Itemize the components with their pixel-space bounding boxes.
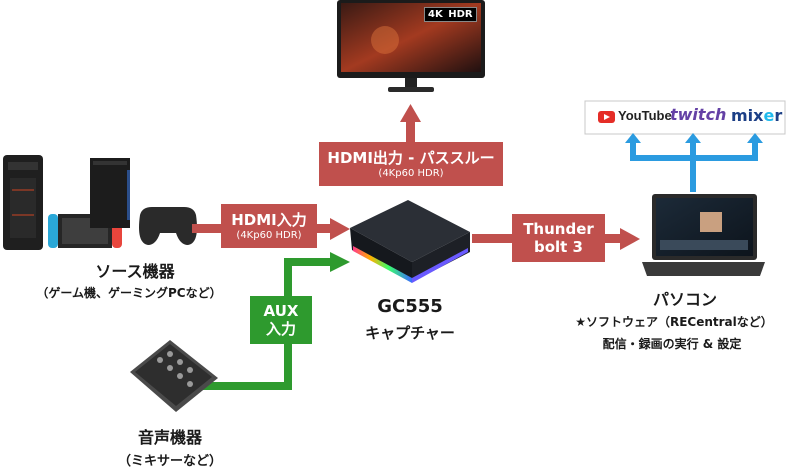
hdmi-input-sub: (4Kp60 HDR)	[236, 229, 302, 241]
mixer-logo: mixer	[731, 106, 782, 125]
youtube-logo: YouTube	[618, 108, 672, 123]
capture-kind: キャプチャー	[365, 324, 455, 342]
source-devices-title: ソース機器	[95, 262, 175, 281]
aux-line1: AUX	[263, 302, 299, 320]
capture-device-icon	[350, 200, 470, 283]
arrow-to-monitor	[400, 104, 421, 158]
audio-devices-title: 音声機器	[137, 428, 202, 447]
capture-model: GC555	[377, 296, 443, 317]
game-console-icon	[90, 158, 130, 228]
blue-arrows	[625, 133, 763, 192]
hdmi-output-sub: (4Kp60 HDR)	[378, 167, 444, 179]
audio-mixer-icon	[130, 340, 218, 412]
hdmi-input-label: HDMI入力 (4Kp60 HDR)	[221, 204, 317, 248]
thunderbolt-line2: bolt 3	[533, 238, 583, 256]
hdmi-output-title: HDMI出力 - パススルー	[327, 148, 495, 167]
game-controller-icon	[139, 207, 197, 245]
mixer-logo-part2: e	[763, 106, 775, 125]
twitch-logo: twitch	[670, 105, 727, 124]
hdmi-output-label: HDMI出力 - パススルー (4Kp60 HDR)	[319, 142, 503, 186]
game-console-handheld-icon	[48, 214, 122, 248]
aux-line2: 入力	[265, 320, 296, 338]
pc-streaming-line: 配信・録画の実行 & 設定	[602, 337, 742, 351]
streaming-platforms-box	[584, 100, 786, 135]
badge-4k: 4K	[428, 9, 443, 20]
aux-input-label: AUX 入力	[250, 296, 312, 344]
mixer-logo-part1: mix	[731, 106, 764, 125]
laptop-icon	[642, 194, 765, 276]
pc-software-line: ★ソフトウェア（RECentralなど）	[575, 315, 773, 329]
hdmi-input-title: HDMI入力	[231, 210, 307, 229]
pc-title: パソコン	[652, 290, 717, 309]
thunderbolt-label: Thunder bolt 3	[512, 214, 605, 262]
badge-4k-hdr: 4K HDR	[424, 7, 477, 22]
audio-devices-sub: （ミキサーなど）	[117, 454, 222, 469]
mixer-logo-part3: r	[774, 106, 783, 125]
thunderbolt-line1: Thunder	[523, 220, 594, 238]
badge-hdr: HDR	[448, 9, 473, 20]
source-devices-sub: （ゲーム機、ゲーミングPCなど）	[36, 286, 222, 300]
gaming-pc-tower-icon	[3, 155, 43, 250]
